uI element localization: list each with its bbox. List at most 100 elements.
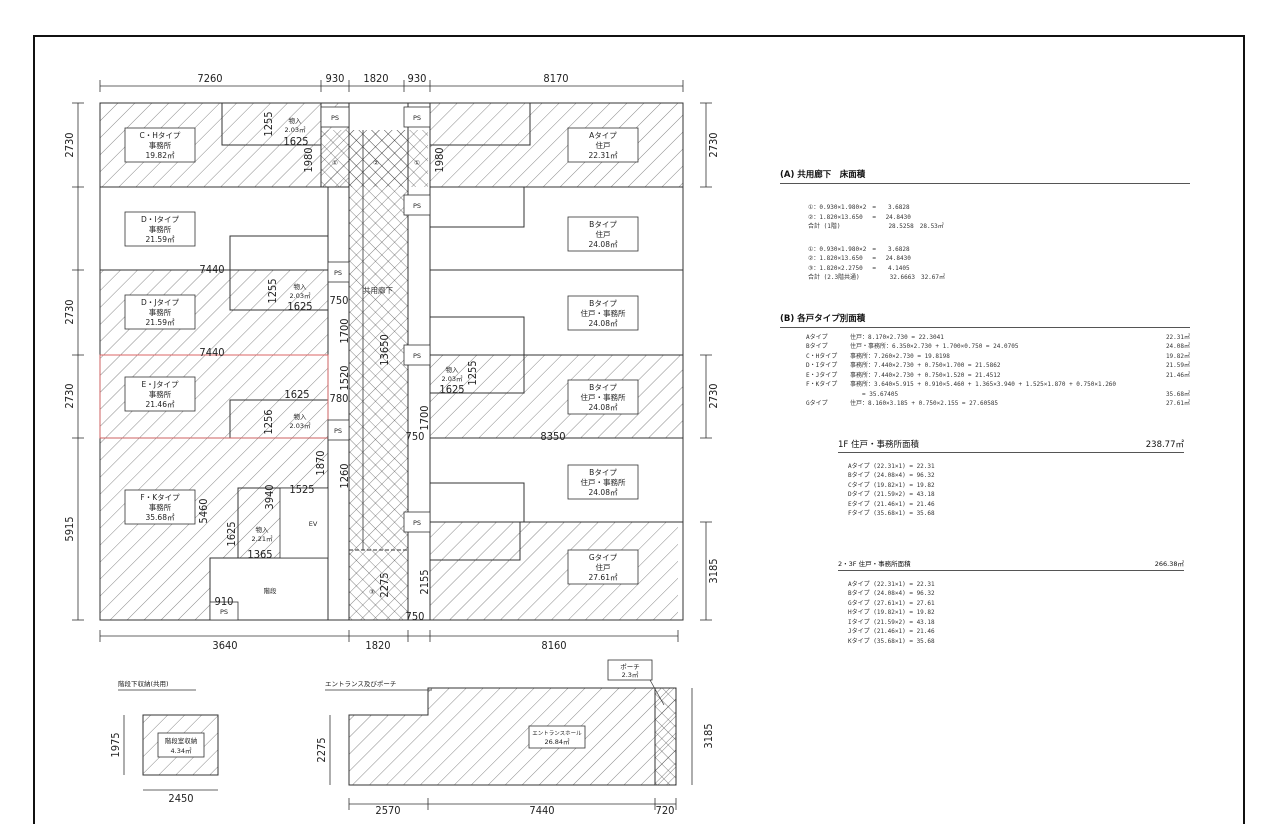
calc-line: ③：1.820×2.2750 = 4.1405 [808, 264, 910, 272]
stairs-label: 階段 [264, 586, 278, 595]
drawing-sheet-frame [33, 35, 1245, 824]
dim-right: 2730 [707, 132, 720, 157]
closet-label: 物入 [289, 116, 303, 125]
ev-label: EV [309, 520, 318, 528]
calc-line: ①：0.930×1.980×2 = 3.6828 [808, 245, 910, 253]
closet-area: 2.03㎡ [442, 374, 463, 383]
dim-inner: 7440 [199, 346, 224, 359]
unit-label-box [124, 294, 196, 330]
unit-sub: 住戸・事務所 [581, 477, 626, 487]
type-area-row: D・Iタイプ事務所：7.440×2.730 + 0.750×1.700 = 21… [806, 360, 1190, 370]
summary-23f-total: 266.38㎡ [1154, 559, 1184, 568]
summary-line: Eタイプ (21.46×1) = 21.46 [848, 500, 935, 508]
unit-label-box [124, 211, 196, 247]
calc-line: ②：1.820×13.650 = 24.8430 [808, 255, 911, 262]
summary-line: Kタイプ (35.68×1) = 35.68 [848, 637, 935, 645]
dim-bottom: 1820 [365, 639, 390, 652]
summary-line: Bタイプ (24.08×4) = 96.32 [848, 472, 935, 479]
dim-inner: 2155 [418, 569, 431, 594]
unit-name: Bタイプ [589, 383, 617, 392]
calc-line: 合計 (1階) 28.5258 28.53㎡ [808, 223, 944, 230]
unit-sub: 住戸・事務所 [581, 308, 626, 318]
unit-name: Aタイプ [589, 131, 617, 140]
section-b-title: (B) 各戸タイプ別面積 [780, 312, 1190, 328]
unit-area: 21.46㎡ [146, 400, 175, 409]
corridor-crosshatch [349, 130, 408, 620]
unit-name: D・Iタイプ [141, 215, 179, 224]
unit-area: 35.68㎡ [146, 513, 175, 522]
dim-left: 2730 [63, 299, 76, 324]
unit-area: 24.08㎡ [589, 488, 618, 497]
dim-top: 930 [326, 72, 345, 85]
ps-label: PS [331, 114, 339, 122]
dim-inner: 1525 [289, 483, 314, 496]
dim-inner: 1365 [247, 548, 272, 561]
dim-inner: 1980 [433, 147, 446, 172]
unit-sub: 事務所 [149, 307, 172, 317]
unit-name: Bタイプ [589, 468, 617, 477]
summary-line: Aタイプ (22.31×1) = 22.31 [848, 462, 935, 470]
porch-area-label: 2.3㎡ [622, 670, 639, 679]
summary-line: Fタイプ (35.68×1) = 35.68 [848, 510, 935, 517]
dim-inner: 1700 [338, 318, 351, 343]
type-name: Gタイプ [806, 400, 828, 407]
ps-label: PS [334, 269, 342, 277]
closet-label: 物入 [294, 412, 308, 421]
dimension-lines [72, 80, 712, 642]
type-area-value: 19.82㎡ [1165, 352, 1190, 360]
dim-bottom: 3640 [212, 639, 237, 652]
summary-line: Aタイプ (22.31×1) = 22.31 [848, 580, 935, 588]
dim-inner: 13650 [378, 334, 391, 365]
unit-area: 22.31㎡ [589, 151, 618, 160]
dim-inner: 1625 [225, 521, 238, 546]
calc-line: ①：0.930×1.980×2 = 3.6828 [808, 204, 910, 211]
closet-area: 2.03㎡ [285, 125, 306, 134]
summary-1f-total: 238.77㎡ [1145, 439, 1184, 450]
type-formula: 事務所：7.440×2.730 + 0.750×1.700 = 21.5862 [850, 362, 1001, 369]
storage-title: 階段下収納(共用) [118, 679, 169, 688]
storage-label: 階段室収納 [165, 736, 198, 745]
closet-area: 2.21㎡ [252, 534, 273, 543]
unit-label-box [124, 376, 196, 412]
unit-name: C・Hタイプ [140, 131, 181, 140]
type-area-value: 21.46㎡ [1165, 371, 1190, 379]
unit-area: 21.59㎡ [146, 318, 175, 327]
type-area-value: 21.59㎡ [1165, 362, 1190, 369]
summary-line: Gタイプ (27.61×1) = 27.61 [848, 599, 935, 607]
corridor-marker: ① [414, 159, 420, 167]
dim-inner: 1255 [466, 360, 479, 385]
entrance-hall-area: 26.84㎡ [544, 737, 570, 746]
entrance-dim-bottom: 720 [656, 804, 675, 817]
summary-line: Dタイプ (21.59×2) = 43.18 [848, 491, 935, 498]
ps-label: PS [413, 352, 421, 360]
calc-line: 合計 (2.3階共通) 32.6663 32.67㎡ [808, 274, 946, 281]
ps-label: PS [413, 519, 421, 527]
closet-label: 物入 [256, 525, 270, 534]
unit-name: Gタイプ [589, 553, 618, 562]
type-formula: 事務所：7.440×2.730 + 0.750×1.520 = 21.4512 [850, 371, 1001, 379]
unit-area: 24.08㎡ [589, 403, 618, 412]
unit-labels: C・Hタイプ事務所19.82㎡D・Iタイプ事務所21.59㎡D・Jタイプ事務所2… [124, 127, 639, 585]
dim-inner: 1625 [284, 388, 309, 401]
unit-area: 21.59㎡ [146, 235, 175, 244]
corridor-marker: ③ [369, 588, 375, 596]
dim-inner: 3940 [263, 484, 276, 509]
corridor-marker: ② [373, 159, 379, 167]
type-formula: 住戸：8.170×2.730 = 22.3041 [850, 333, 944, 341]
dim-bottom: 8160 [541, 639, 566, 652]
storage-area: 4.34㎡ [171, 746, 192, 755]
entrance-hall-label: エントランスホール [532, 730, 582, 737]
ps-label: PS [220, 608, 228, 616]
unit-area: 27.61㎡ [589, 573, 618, 582]
calc-line: ②：1.820×13.650 = 24.8430 [808, 213, 911, 221]
unit-sub: 住戸 [596, 562, 611, 572]
dim-top: 8170 [543, 72, 568, 85]
dim-inner: 8350 [540, 430, 565, 443]
unit-sub: 事務所 [149, 140, 172, 150]
entrance-dim-bottom: 7440 [529, 804, 554, 817]
